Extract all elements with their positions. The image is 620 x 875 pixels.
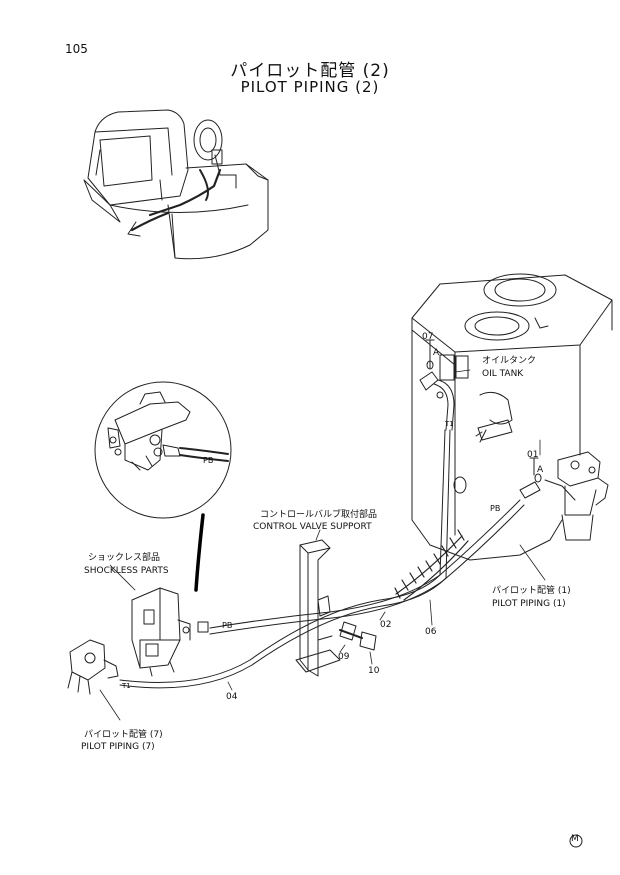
- pilot-filter: [544, 451, 609, 541]
- part-number-09: 09: [338, 652, 350, 662]
- oil-tank-label-en: OIL TANK: [482, 369, 524, 379]
- view-a-top-label: A: [433, 348, 440, 358]
- hose-04: [119, 429, 451, 689]
- pilot-piping-7-component: [67, 639, 119, 695]
- shockless-valve: [131, 587, 209, 677]
- part-number-04: 04: [226, 692, 238, 702]
- pilot-piping-7-label-en: PILOT PIPING (7): [81, 742, 155, 752]
- view-a-right-label: A: [537, 465, 544, 475]
- detail-circle: [94, 381, 232, 592]
- excavator-overview: [83, 109, 269, 260]
- port-t1-bottom-label: T1: [122, 682, 131, 690]
- page-number: 105: [65, 42, 88, 56]
- hose-02: [209, 499, 525, 635]
- corner-mark: M: [571, 834, 579, 844]
- title-english: PILOT PIPING (2): [240, 78, 380, 96]
- corner-mark-circle: [569, 834, 583, 848]
- port-pb-left-label: PB: [222, 621, 233, 630]
- hose-06-guard: [394, 529, 469, 601]
- part-number-07: 07: [422, 332, 434, 342]
- leader-lines: [99, 349, 546, 721]
- shockless-parts-label-en: SHOCKLESS PARTS: [84, 566, 169, 576]
- part-number-01: 01: [527, 450, 539, 460]
- part-number-02: 02: [380, 620, 392, 630]
- control-valve-support-label-en: CONTROL VALVE SUPPORT: [253, 522, 372, 532]
- port-pb-right-label: PB: [490, 504, 501, 513]
- oil-tank-label-jp: オイルタンク: [482, 356, 537, 366]
- elbow-fitting-07: [419, 339, 455, 431]
- title-japanese: パイロット配管 (2): [230, 61, 390, 81]
- control-valve-support: [295, 539, 341, 677]
- pilot-piping-1-label-jp: パイロット配管 (1): [492, 586, 571, 596]
- part-number-10: 10: [368, 666, 380, 676]
- control-valve-support-label-jp: コントロールバルブ取付部品: [260, 510, 378, 520]
- part-number-06: 06: [425, 627, 437, 637]
- bolt-10: [339, 621, 377, 651]
- shockless-parts-label-jp: ショックレス部品: [88, 553, 161, 563]
- pilot-piping-1-label-en: PILOT PIPING (1): [492, 599, 566, 609]
- oil-tank: [411, 273, 613, 561]
- port-pb-detail-label: PB: [203, 456, 214, 465]
- pilot-piping-7-label-jp: パイロット配管 (7): [84, 730, 163, 740]
- fitting-01: [519, 457, 542, 499]
- port-t1-top-label: T1: [445, 420, 454, 428]
